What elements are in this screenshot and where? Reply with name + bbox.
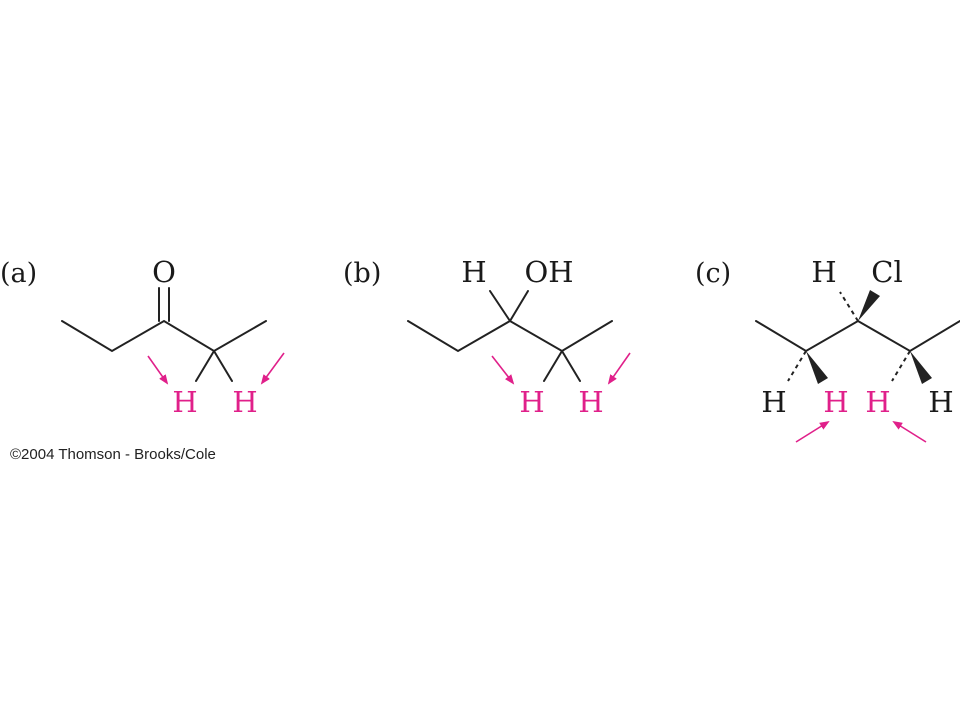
panel-c-hydrogen-left: H — [761, 385, 786, 419]
panel-b-hydroxyl: OH — [524, 255, 573, 289]
panel-a-label: (a) — [0, 258, 37, 289]
panel-a-alpha-hydrogen-2: H — [232, 385, 257, 419]
panel-b-arrow-2 — [607, 352, 631, 385]
panel-b-arrow-1 — [491, 355, 515, 385]
panel-b-label: (b) — [343, 258, 381, 289]
panel-a-alpha-hydrogen-1: H — [172, 385, 197, 419]
copyright-notice: ©2004 Thomson - Brooks/Cole — [10, 446, 216, 463]
panel-a: (a) O H H — [0, 255, 285, 419]
panel-c: (c) H Cl H H H H — [695, 255, 960, 443]
panel-a-ch-bond-left — [195, 350, 215, 382]
panel-b-ch-bond-top — [489, 290, 511, 322]
panel-a-carbon-chain — [61, 319, 267, 353]
panel-a-oxygen: O — [152, 255, 176, 289]
panel-c-dashed-bond-top-h — [839, 291, 859, 322]
panel-b-ch-bond-right — [561, 350, 581, 382]
panel-b-hydrogen-1: H — [519, 385, 544, 419]
panel-c-hydrogen-right: H — [928, 385, 953, 419]
panel-a-arrow-1 — [147, 355, 169, 385]
panel-c-label: (c) — [695, 258, 731, 289]
panel-a-ch-bond-right — [213, 350, 233, 382]
panel-b-carbon-chain — [407, 319, 613, 353]
panel-c-hydrogen-1: H — [823, 385, 848, 419]
panel-a-arrow-2 — [260, 352, 285, 385]
panel-c-hydrogen-top: H — [811, 255, 836, 289]
panel-c-hydrogen-2: H — [865, 385, 890, 419]
panel-c-chlorine: Cl — [871, 255, 902, 289]
panel-c-arrow-2 — [892, 420, 927, 443]
panel-c-dashed-bond-h2 — [891, 350, 911, 382]
panel-c-wedge-bond-right-h — [910, 351, 932, 384]
panel-b-ch-bond-left — [543, 350, 563, 382]
panel-c-dashed-bond-left-h — [787, 350, 807, 382]
panel-c-arrow-1 — [795, 420, 830, 443]
panel-c-carbon-chain — [755, 319, 960, 353]
panel-b-coh-bond — [509, 290, 529, 322]
panel-c-wedge-bond-h1 — [806, 351, 828, 384]
panel-c-wedge-bond-cl — [858, 290, 880, 321]
panel-b: (b) H OH H H — [343, 255, 631, 419]
panel-b-hydrogen-top: H — [461, 255, 486, 289]
panel-b-hydrogen-2: H — [578, 385, 603, 419]
